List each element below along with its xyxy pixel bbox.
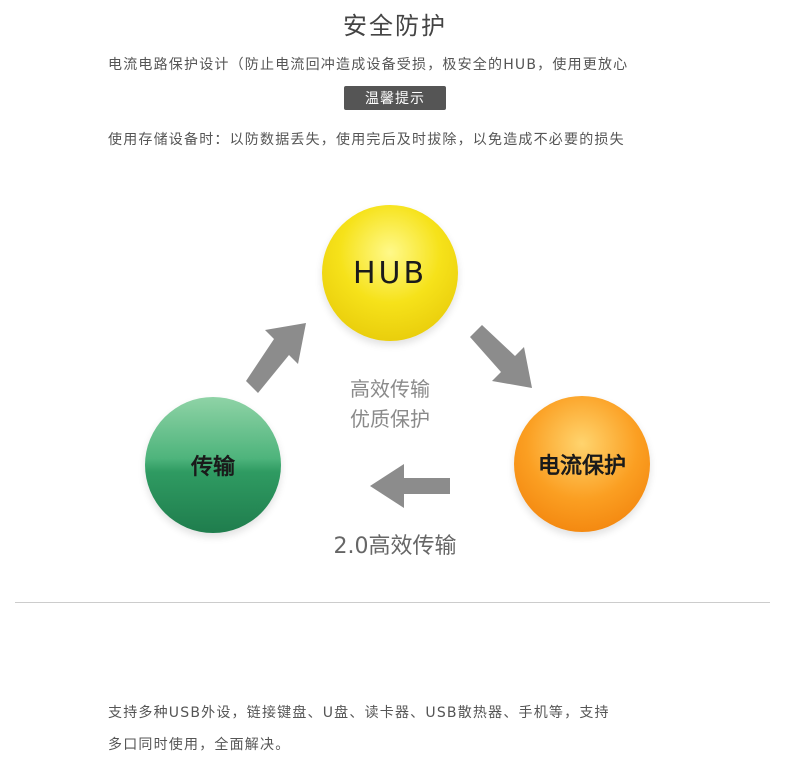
protection-label: 电流保护 <box>537 454 626 479</box>
hub-node: HUB <box>322 205 458 341</box>
feature-description: 支持多种USB外设，链接键盘、U盘、读卡器、USB散热器、手机等，支持 多口同时… <box>108 697 708 761</box>
arrow-left-icon <box>370 464 450 508</box>
tip-button[interactable]: 温馨提示 <box>344 86 446 110</box>
center-line-2: 优质保护 <box>350 407 430 431</box>
divider <box>15 602 770 603</box>
usage-tip-text: 使用存储设备时：以防数据丢失，使用完后及时拔除，以免造成不必要的损失 <box>108 132 625 148</box>
feature-line-2: 多口同时使用，全面解决。 <box>108 737 291 753</box>
protection-description: 电流电路保护设计（防止电流回冲造成设备受损，极安全的HUB，使用更放心 <box>108 57 629 73</box>
protection-node: 电流保护 <box>514 396 650 532</box>
center-line-1: 高效传输 <box>350 377 430 401</box>
hub-label: HUB <box>352 255 428 291</box>
bottom-label: 2.0高效传输 <box>333 534 457 559</box>
section-title: 安全防护 <box>343 12 447 40</box>
cycle-arrows <box>246 323 532 508</box>
feature-line-1: 支持多种USB外设，链接键盘、U盘、读卡器、USB散热器、手机等，支持 <box>108 705 610 721</box>
arrow-up-right-icon <box>246 323 306 393</box>
arrow-down-right-icon <box>470 325 532 388</box>
transfer-node: 传输 <box>145 397 281 533</box>
diagram-center-text: 高效传输 优质保护 <box>330 374 450 434</box>
transfer-label: 传输 <box>190 455 235 480</box>
